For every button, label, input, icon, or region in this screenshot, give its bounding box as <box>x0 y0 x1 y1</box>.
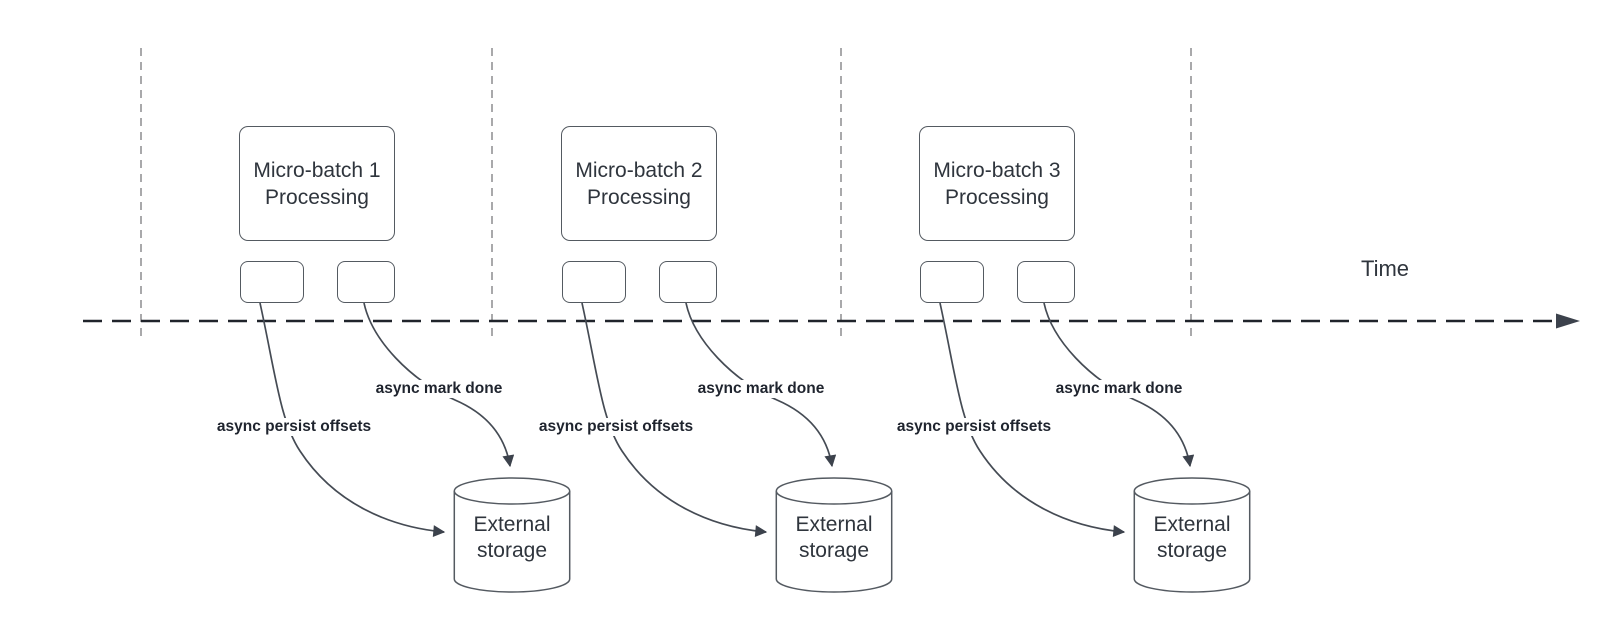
external-storage-line2: storage <box>476 539 548 562</box>
external-storage-line2: storage <box>1156 539 1228 562</box>
persist-offsets-task-box <box>562 261 626 303</box>
mark-done-task-box <box>659 261 717 303</box>
persist-offsets-label: async persist offsets <box>214 418 374 436</box>
mark-done-arrow <box>685 302 837 468</box>
micro-batch-box: Micro-batch 2 Processing <box>561 126 717 241</box>
mark-done-arrow <box>363 302 515 468</box>
group-arrows <box>259 302 571 593</box>
mark-done-task-box <box>1017 261 1075 303</box>
micro-batch-title: Micro-batch 1 <box>253 158 381 182</box>
external-storage-cylinder-icon <box>775 477 893 593</box>
external-storage-label: External storage <box>453 512 571 564</box>
external-storage-line2: storage <box>798 539 870 562</box>
persist-offsets-label: async persist offsets <box>536 418 696 436</box>
mark-done-task-box <box>337 261 395 303</box>
external-storage-line1: External <box>795 513 873 536</box>
group-arrows <box>939 302 1251 593</box>
micro-batch-box: Micro-batch 1 Processing <box>239 126 395 241</box>
micro-batch-group: Micro-batch 1 Processing async persist o… <box>214 126 579 596</box>
external-storage-label: External storage <box>775 512 893 564</box>
persist-offsets-arrow <box>939 302 1126 537</box>
micro-batch-subtitle: Processing <box>265 185 369 209</box>
mark-done-arrow <box>1043 302 1195 468</box>
persist-offsets-arrow <box>581 302 768 537</box>
micro-batch-box: Micro-batch 3 Processing <box>919 126 1075 241</box>
micro-batch-title: Micro-batch 2 <box>575 158 703 182</box>
external-storage-label: External storage <box>1133 512 1251 564</box>
mark-done-label: async mark done <box>695 380 827 398</box>
persist-offsets-arrow <box>259 302 446 537</box>
external-storage-line1: External <box>473 513 551 536</box>
micro-batch-group: Micro-batch 2 Processing async persist o… <box>536 126 901 596</box>
group-arrows <box>581 302 893 593</box>
mark-done-label: async mark done <box>373 380 505 398</box>
persist-offsets-task-box <box>240 261 304 303</box>
external-storage-cylinder-icon <box>453 477 571 593</box>
mark-done-label: async mark done <box>1053 380 1185 398</box>
micro-batch-group: Micro-batch 3 Processing async persist o… <box>894 126 1259 596</box>
external-storage-cylinder-icon <box>1133 477 1251 593</box>
micro-batch-subtitle: Processing <box>587 185 691 209</box>
external-storage-line1: External <box>1153 513 1231 536</box>
persist-offsets-label: async persist offsets <box>894 418 1054 436</box>
persist-offsets-task-box <box>920 261 984 303</box>
micro-batch-subtitle: Processing <box>945 185 1049 209</box>
time-axis-arrowhead-icon <box>1556 313 1580 329</box>
time-axis-label: Time <box>1360 256 1410 281</box>
micro-batch-title: Micro-batch 3 <box>933 158 1061 182</box>
